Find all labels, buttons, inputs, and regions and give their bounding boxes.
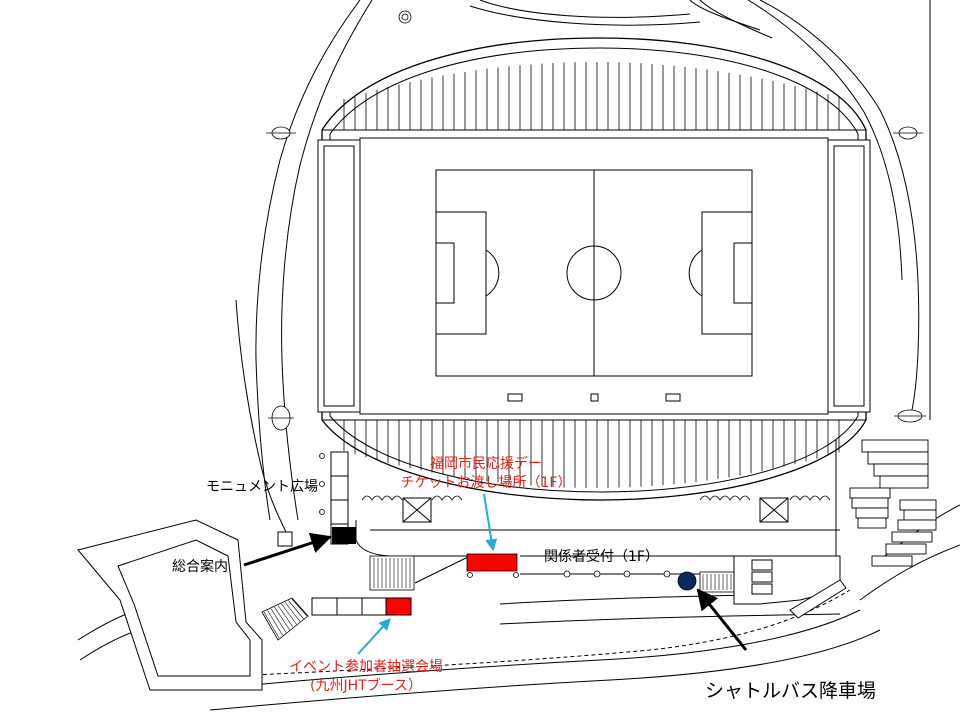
west-building [77,519,263,691]
east-terraces [849,439,937,567]
shuttle-bus-label: シャトルバス降車場 [705,680,877,702]
south-stand [343,420,840,488]
general-info-label: 総合案内 [172,559,228,575]
ticket-label-line1: 福岡市民応援デー [430,456,542,472]
lottery-label-line2: (九州JHTブース） [310,678,422,694]
info-arrow [243,532,332,567]
stair-southwest [261,597,309,641]
ticket-arrow [483,493,498,552]
west-stand [317,139,361,413]
site-contours [77,0,960,711]
east-stand [827,139,871,413]
stair-east [699,571,735,593]
gate-symbols [266,10,926,431]
small-kiosk [277,531,293,547]
monument-plaza-label: モニュメント広場 [206,479,318,495]
monument-dots [319,453,325,543]
info-booth-marker [332,527,356,544]
lottery-arrow [357,618,391,655]
east-building [690,555,847,619]
corner-entrances [402,497,789,523]
ticket-pickup-label: 福岡市民応援デー チケットお渡し場所（1F） [393,455,579,493]
north-stand [343,62,840,130]
soccer-pitch [435,169,753,377]
stand-fringe [361,495,831,501]
stair-west [369,555,415,591]
shuttle-stop-marker [677,571,697,591]
concourse-posts [563,570,671,578]
lottery-booth-row [311,597,412,616]
lottery-label-line1: イベント参加者抽選会場 [289,659,443,675]
ticket-booth-marker [466,553,519,578]
dashed-path [234,589,851,677]
ticket-label-line2: チケットお渡し場所（1F） [400,475,572,491]
shuttle-arrow [696,588,748,651]
field-marks [507,393,681,402]
lottery-venue-label: イベント参加者抽選会場 (九州JHTブース） [268,658,464,696]
lottery-booth-marker [385,597,412,616]
staff-reception-label: 関係者受付（1F） [544,549,659,565]
